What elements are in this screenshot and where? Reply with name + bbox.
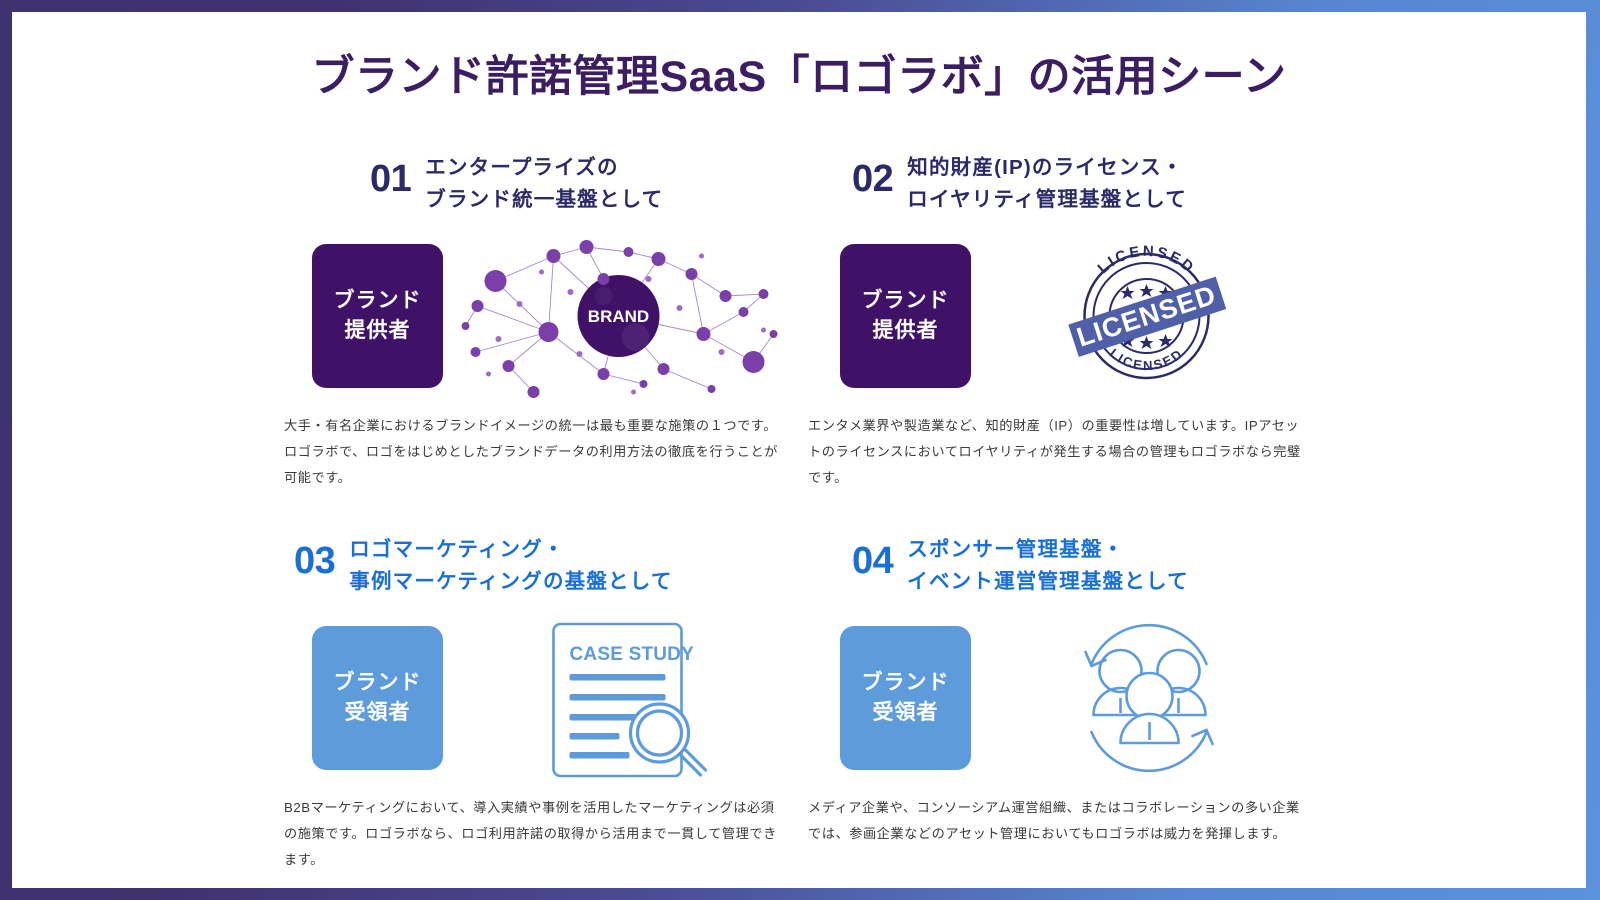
section-01-number: 01	[370, 158, 412, 200]
role-card-brand-recipient: ブランド 受領者	[312, 626, 443, 771]
section-02-header: 02 知的財産(IP)のライセンス・ ロイヤリティ管理基盤として	[802, 152, 1322, 216]
role-card-brand-provider: ブランド 提供者	[840, 244, 971, 389]
role-card-line2: 提供者	[344, 319, 411, 343]
page-title: ブランド許諾管理SaaS「ロゴラボ」の活用シーン	[311, 53, 1287, 101]
section-03-visual: ブランド 受領者 CASE STUDY	[274, 616, 794, 781]
people-cycle-icon	[1084, 623, 1214, 772]
case-study-icon: CASE STUDY	[552, 622, 708, 777]
section-01-header: 01 エンタープライズの ブランド統一基盤として	[274, 152, 794, 216]
role-card-line2: 受領者	[872, 701, 939, 725]
document-sheet: CASE STUDY	[552, 622, 695, 777]
section-04-title: スポンサー管理基盤・ イベント運営管理基盤として	[907, 538, 1189, 593]
people-cycle-diagram	[971, 616, 1322, 781]
section-04-header: 04 スポンサー管理基盤・ イベント運営管理基盤として	[802, 534, 1322, 598]
stamp-ring-top-text: LICENSED	[1095, 242, 1196, 277]
section-03-body: B2Bマーケティングにおいて、導入実績や事例を活用したマーケティングは必須の施策…	[284, 799, 777, 868]
section-02: 02 知的財産(IP)のライセンス・ ロイヤリティ管理基盤として ブランド 提供…	[802, 152, 1322, 492]
section-01: 01 エンタープライズの ブランド統一基盤として ブランド 提供者	[274, 152, 794, 492]
role-card-line1: ブランド	[333, 288, 422, 312]
infographic-page: ブランド許諾管理SaaS「ロゴラボ」の活用シーン 01 エンタープライズの ブラ…	[12, 12, 1586, 888]
brand-network-icon: BRAND	[461, 239, 778, 398]
section-03-header: 03 ロゴマーケティング・ 事例マーケティングの基盤として	[274, 534, 794, 598]
section-04-visual: ブランド 受領者	[802, 616, 1322, 781]
section-02-visual: ブランド 提供者 LICENSED	[802, 234, 1322, 399]
section-02-number: 02	[852, 158, 894, 200]
stamp-ring-bottom-text: LICENSED	[1107, 345, 1184, 373]
section-02-body: エンタメ業界や製造業など、知的財産（IP）の重要性は増しています。IPアセットの…	[808, 417, 1301, 486]
section-03-title: ロゴマーケティング・ 事例マーケティングの基盤として	[349, 538, 673, 593]
role-card-brand-provider: ブランド 提供者	[312, 244, 443, 389]
licensed-stamp-icon: LICENSED LICENSED	[1068, 242, 1227, 379]
role-card-line1: ブランド	[333, 670, 422, 694]
svg-text:LICENSED: LICENSED	[1107, 345, 1186, 373]
brand-network-center-label: BRAND	[588, 307, 649, 326]
section-01-title: エンタープライズの ブランド統一基盤として	[425, 156, 664, 211]
section-01-visual: ブランド 提供者	[274, 234, 794, 399]
svg-text:LICENSED: LICENSED	[1095, 242, 1199, 277]
section-04-body: メディア企業や、コンソーシアム運営組織、またはコラボレーションの多い企業では、参…	[808, 799, 1300, 841]
document-text-lines	[569, 673, 666, 759]
section-04: 04 スポンサー管理基盤・ イベント運営管理基盤として ブランド 受領者	[802, 534, 1322, 847]
role-card-line1: ブランド	[861, 288, 950, 312]
licensed-stamp: LICENSED LICENSED	[971, 234, 1322, 399]
section-02-title: 知的財産(IP)のライセンス・ ロイヤリティ管理基盤として	[907, 156, 1187, 211]
magnifier-icon	[628, 701, 708, 777]
section-01-body: 大手・有名企業におけるブランドイメージの統一は最も重要な施策の１つです。ロゴラボ…	[284, 417, 779, 486]
brand-network-diagram: BRAND	[443, 234, 794, 399]
role-card-line2: 受領者	[344, 701, 411, 725]
role-card-line1: ブランド	[861, 670, 950, 694]
section-04-number: 04	[852, 540, 894, 582]
section-03-number: 03	[294, 540, 336, 582]
document-title: CASE STUDY	[570, 644, 695, 665]
people-group	[1092, 648, 1207, 744]
role-card-brand-recipient: ブランド 受領者	[840, 626, 971, 771]
section-03: 03 ロゴマーケティング・ 事例マーケティングの基盤として ブランド 受領者 C…	[274, 534, 794, 874]
role-card-line2: 提供者	[872, 319, 939, 343]
case-study-document: CASE STUDY	[443, 616, 794, 781]
